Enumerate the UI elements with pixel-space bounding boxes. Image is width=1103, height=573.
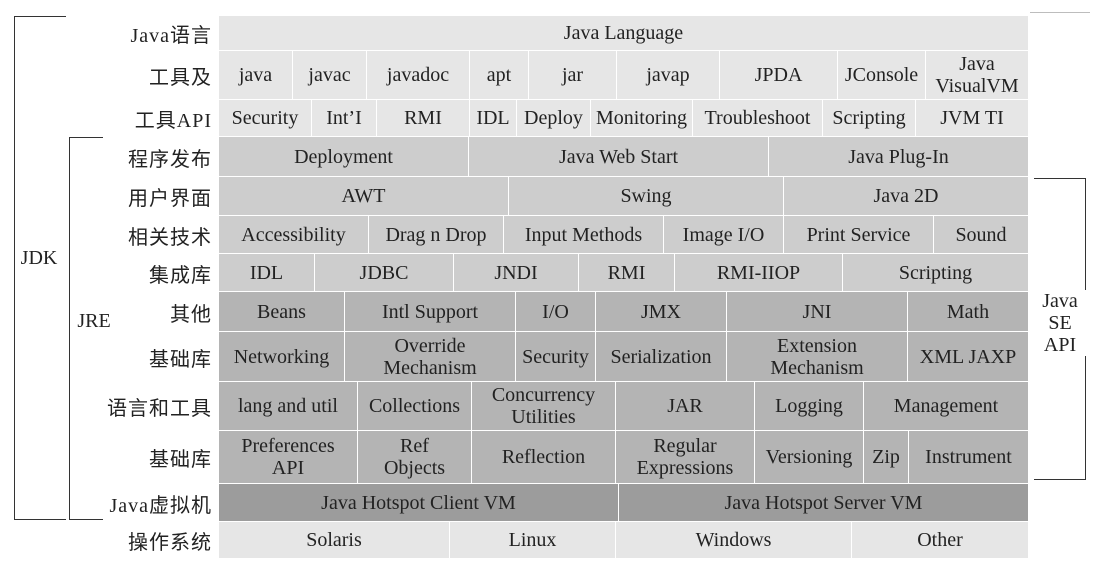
- component-cell: Networking: [219, 332, 345, 382]
- component-cell: Intl Support: [345, 292, 516, 332]
- jre-label: JRE: [74, 310, 114, 332]
- component-cell: IDL: [219, 254, 315, 292]
- component-cell: Collections: [358, 382, 472, 431]
- component-cell: Concurrency Utilities: [472, 382, 616, 431]
- component-cell: Swing: [509, 177, 784, 216]
- row-label: 工具API: [134, 110, 212, 132]
- component-cell: Management: [864, 382, 1029, 431]
- se-api-label: Java SE API: [1034, 290, 1086, 356]
- component-cell: Security: [516, 332, 596, 382]
- component-cell: Beans: [219, 292, 345, 332]
- component-cell: Java Hotspot Client VM: [219, 484, 619, 522]
- component-cell: IDL: [470, 100, 517, 137]
- row-label: 语言和工具: [107, 396, 212, 420]
- component-cell: RMI: [579, 254, 675, 292]
- component-cell: RMI-IIOP: [675, 254, 843, 292]
- component-cell: JDBC: [315, 254, 454, 292]
- component-cell: Windows: [616, 522, 852, 559]
- component-cell: JPDA: [720, 51, 838, 100]
- component-cell: Java Hotspot Server VM: [619, 484, 1029, 522]
- component-cell: Logging: [755, 382, 864, 431]
- component-cell: Deploy: [517, 100, 591, 137]
- component-cell: Scripting: [823, 100, 916, 137]
- component-cell: Java Plug-In: [769, 137, 1029, 177]
- component-cell: javac: [293, 51, 367, 100]
- component-cell: Versioning: [755, 431, 864, 484]
- component-cell: java: [219, 51, 293, 100]
- jre-bracket: [69, 137, 103, 520]
- row-label: 其他: [170, 301, 212, 326]
- component-cell: jar: [529, 51, 617, 100]
- component-cell: JNI: [727, 292, 908, 332]
- component-cell: Reflection: [472, 431, 616, 484]
- component-cell: XML JAXP: [908, 332, 1029, 382]
- component-cell: Monitoring: [591, 100, 693, 137]
- component-cell: Regular Expressions: [616, 431, 755, 484]
- component-cell: Print Service: [784, 216, 934, 254]
- row-label: 集成库: [149, 262, 212, 287]
- component-cell: Preferences API: [219, 431, 358, 484]
- component-cell: Other: [852, 522, 1029, 559]
- component-cell: javadoc: [367, 51, 470, 100]
- component-cell: Troubleshoot: [693, 100, 823, 137]
- component-cell: Security: [219, 100, 312, 137]
- component-cell: Java 2D: [784, 177, 1029, 216]
- component-cell: Zip: [864, 431, 909, 484]
- component-cell: Accessibility: [219, 216, 369, 254]
- row-label: 基础库: [149, 346, 212, 371]
- row-label: 工具及: [149, 65, 212, 89]
- component-cell: Deployment: [219, 137, 469, 177]
- row-label: 用户界面: [128, 186, 212, 210]
- component-cell: JNDI: [454, 254, 579, 292]
- component-cell: Ref Objects: [358, 431, 472, 484]
- component-cell: lang and util: [219, 382, 358, 431]
- row-label: Java语言: [130, 25, 212, 47]
- row-label: Java虚拟机: [109, 494, 212, 517]
- component-cell: JConsole: [838, 51, 926, 100]
- row-label: 操作系统: [128, 530, 212, 554]
- component-cell: JVM TI: [916, 100, 1029, 137]
- jdk-bracket: [14, 16, 66, 520]
- component-cell: Sound: [934, 216, 1029, 254]
- component-cell: Java Web Start: [469, 137, 769, 177]
- component-cell: Java VisualVM: [926, 51, 1029, 100]
- component-cell: Image I/O: [664, 216, 784, 254]
- component-cell: Instrument: [909, 431, 1029, 484]
- component-cell: javap: [617, 51, 720, 100]
- component-cell: I/O: [516, 292, 596, 332]
- component-cell: Linux: [450, 522, 616, 559]
- top-rule: [1030, 12, 1090, 13]
- component-cell: JMX: [596, 292, 727, 332]
- component-cell: AWT: [219, 177, 509, 216]
- component-cell: apt: [470, 51, 529, 100]
- row-label: 基础库: [149, 447, 212, 471]
- component-cell: Math: [908, 292, 1029, 332]
- component-cell: Serialization: [596, 332, 727, 382]
- component-cell: Drag n Drop: [369, 216, 504, 254]
- component-cell: Extension Mechanism: [727, 332, 908, 382]
- component-cell: RMI: [377, 100, 470, 137]
- component-cell: Solaris: [219, 522, 450, 559]
- component-cell: Input Methods: [504, 216, 664, 254]
- component-cell: Int’I: [312, 100, 377, 137]
- component-cell: Override Mechanism: [345, 332, 516, 382]
- component-cell: JAR: [616, 382, 755, 431]
- jdk-label: JDK: [17, 247, 61, 269]
- row-label: 相关技术: [128, 224, 212, 249]
- component-cell: Java Language: [219, 16, 1029, 51]
- row-label: 程序发布: [128, 146, 212, 171]
- component-cell: Scripting: [843, 254, 1029, 292]
